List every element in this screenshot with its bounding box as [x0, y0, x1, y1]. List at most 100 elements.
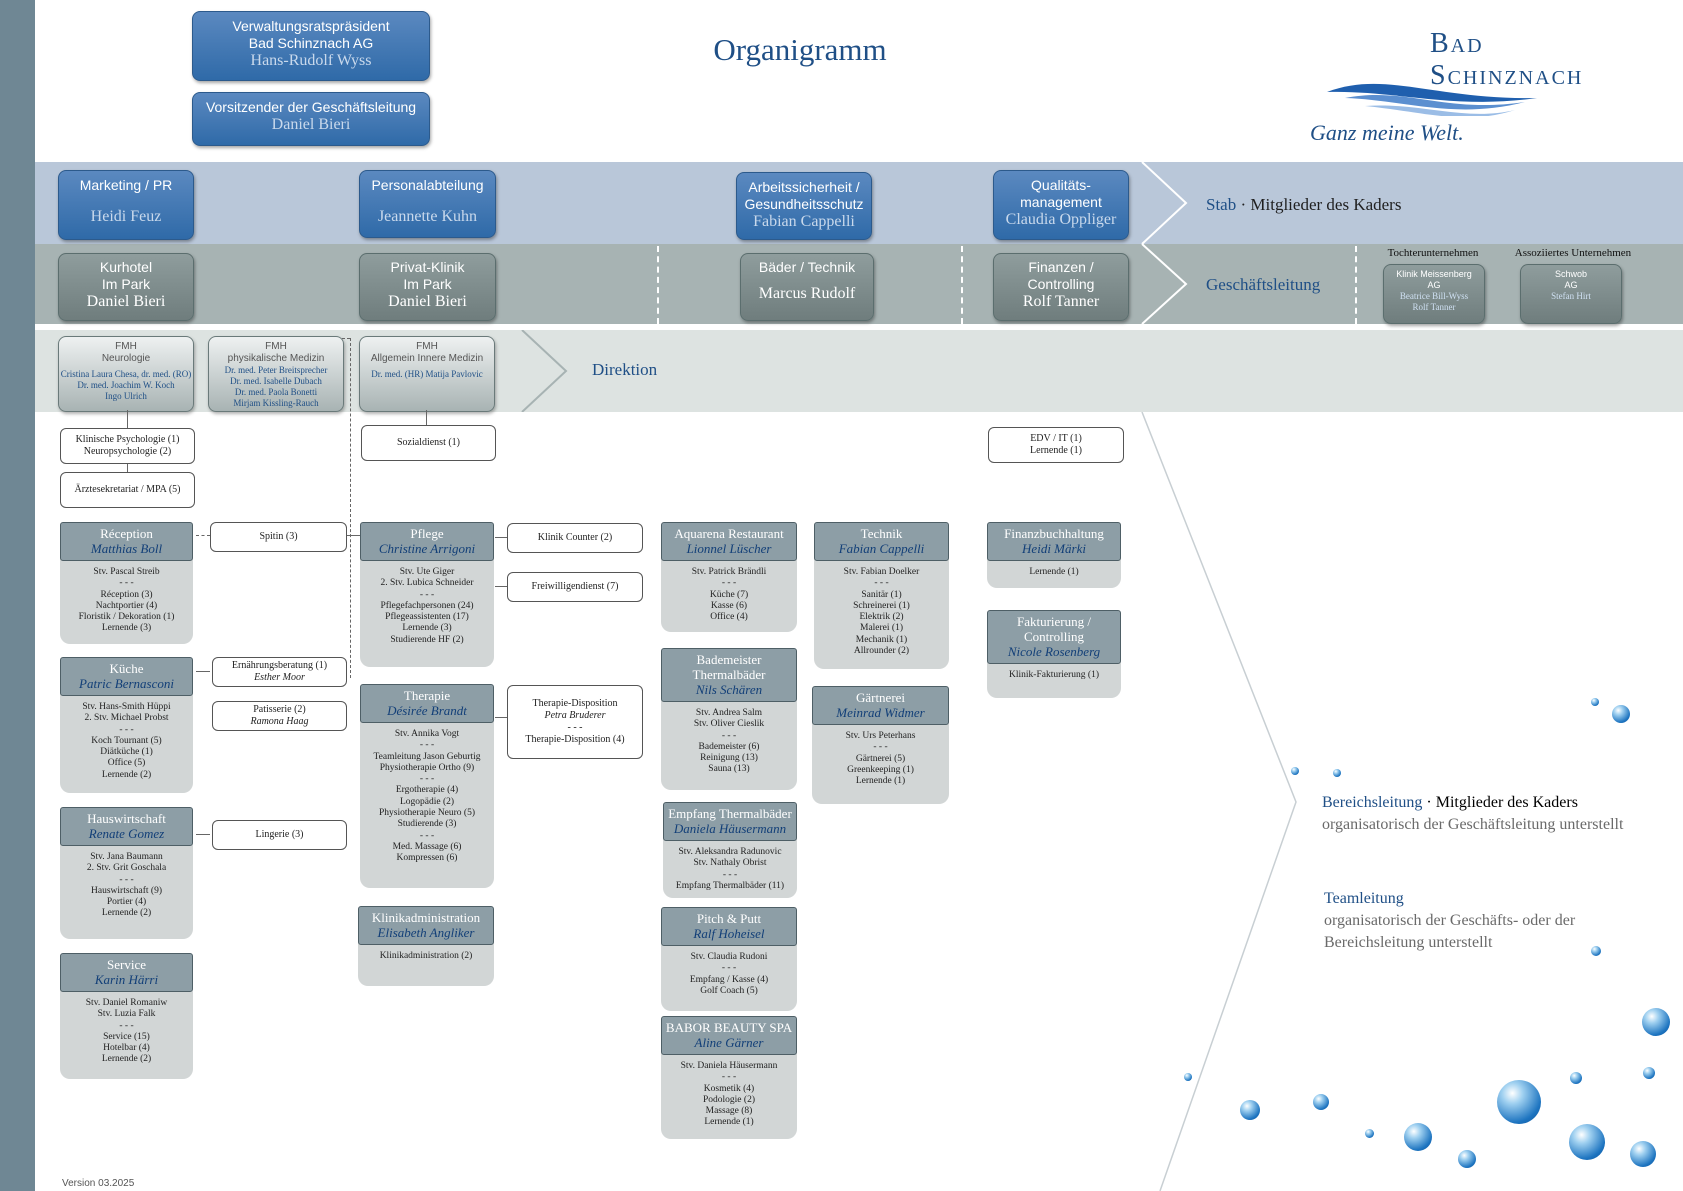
dept-title: Réception: [100, 526, 153, 541]
stab-label-rest: · Mitglieder des Kaders: [1236, 195, 1402, 214]
gl-chevron-icon: [1141, 244, 1188, 324]
tochter-label: Tochterunternehmen: [1387, 247, 1479, 259]
direktion-chevron-icon: [521, 330, 568, 412]
edv-box: EDV / IT (1) Lernende (1): [988, 427, 1124, 463]
dept-body: Stv. Andrea Salm Stv. Oliver Cieslik - -…: [693, 708, 765, 775]
dept-lead: Meinrad Widmer: [836, 705, 925, 720]
dept-lead: Fabian Cappelli: [838, 541, 925, 556]
aerztesekretariat-box: Ärztesekretariat / MPA (5): [60, 472, 195, 508]
version-label: Version 03.2025: [62, 1178, 135, 1189]
dept-lead: Heidi Märki: [1022, 541, 1086, 556]
water-bubble-icon: [1458, 1150, 1476, 1168]
legend-tl-sub: organisatorisch der Geschäfts- oder der …: [1324, 912, 1576, 951]
connector: [196, 834, 210, 835]
dept-title: Klinikadministration: [371, 910, 481, 925]
logo-brand-text: Bad Schinznach: [1430, 28, 1584, 91]
connector: [495, 586, 507, 587]
stab-chevron-icon: [1141, 162, 1188, 244]
stab-box-title: Arbeitssicherheit / Gesundheitsschutz: [744, 179, 864, 212]
water-bubble-icon: [1630, 1141, 1656, 1167]
water-bubble-icon: [1240, 1100, 1260, 1120]
dept-body: Stv. Hans-Smith Hüppi 2. Stv. Michael Pr…: [82, 702, 171, 780]
dept-title: Pflege: [410, 526, 444, 541]
gl-box-title: Privat-Klinik Im Park: [390, 259, 465, 292]
patisserie-box: Patisserie (2)Ramona Haag: [212, 701, 347, 731]
patisserie-name: Ramona Haag: [250, 716, 309, 727]
dept-lead: Elisabeth Angliker: [377, 925, 475, 940]
therapiedispo-separator: - - -: [567, 722, 583, 733]
dept-body: Stv. Pascal Streib - - - Réception (3) N…: [78, 567, 175, 634]
fmh-title: FMH Allgemein Innere Medizin: [370, 341, 484, 364]
ernaehrungsberatung-box: Ernährungsberatung (1)Esther Moor: [212, 657, 347, 687]
dept-title: BABOR BEAUTY SPA: [665, 1020, 793, 1035]
gl-box-name: Marcus Rudolf: [758, 285, 856, 302]
stab-box-title: Qualitäts- management: [1020, 177, 1102, 210]
ernaehrung-name: Esther Moor: [254, 672, 305, 683]
water-bubble-icon: [1612, 705, 1630, 723]
therapiedispo-name: Petra Bruderer: [544, 710, 606, 721]
dept-lead: Nils Schären: [695, 682, 763, 697]
fmh-title: FMH Neurologie: [101, 341, 151, 364]
spitin-box: Spitin (3): [210, 522, 347, 552]
dept-lead: Nicole Rosenberg: [1007, 644, 1101, 659]
dept-body: Stv. Claudia Rudoni - - - Empfang / Kass…: [689, 952, 769, 996]
therapiedispo-count: Therapie-Disposition (4): [525, 734, 625, 745]
water-bubble-icon: [1333, 769, 1341, 777]
dept-lead: Karin Härri: [94, 972, 159, 987]
dept-title: Pitch & Putt: [696, 911, 762, 926]
dept-body: Klinik-Fakturierung (1): [1009, 670, 1099, 680]
water-bubble-icon: [1642, 1008, 1670, 1036]
dept-title: Hauswirtschaft: [87, 811, 166, 826]
dept-body: Stv. Daniel Romaniw Stv. Luzia Falk - - …: [85, 998, 168, 1065]
water-bubble-icon: [1643, 1067, 1655, 1079]
legend-bl-title: Bereichsleitung: [1322, 794, 1423, 811]
dept-title: Therapie: [403, 688, 451, 703]
stab-box-name: Fabian Cappelli: [753, 213, 855, 230]
logo-slogan: Ganz meine Welt.: [1310, 120, 1464, 145]
water-bubble-icon: [1313, 1094, 1329, 1110]
dept-lead: Daniela Häusermann: [673, 821, 787, 836]
dept-body: Stv. Ute Giger 2. Stv. Lubica Schneider …: [380, 567, 474, 645]
gl-box-title: Kurhotel Im Park: [99, 259, 153, 292]
ceo-name: Daniel Bieri: [271, 116, 351, 133]
logo-wave-icon: [1327, 83, 1537, 116]
gl-divider: [961, 246, 963, 324]
brand-logo: Bad Schinznach Ganz meine Welt.: [1310, 28, 1640, 148]
gl-box-name: Daniel Bieri: [86, 293, 166, 310]
gl-divider: [657, 246, 659, 324]
patisserie-label: Patisserie (2): [253, 704, 306, 715]
dept-body: Lernende (1): [1029, 567, 1079, 577]
assoz-title: Schwob AG: [1554, 269, 1588, 290]
dept-lead: Matthias Boll: [90, 541, 163, 556]
dept-title: Gärtnerei: [855, 690, 906, 705]
gl-box-name: Rolf Tanner: [1022, 293, 1100, 310]
dept-title: Technik: [860, 526, 903, 541]
stab-box-title: Personalabteilung: [371, 177, 484, 193]
ernaehrung-label: Ernährungsberatung (1): [231, 660, 328, 671]
dept-title: Fakturierung / Controlling: [1016, 614, 1091, 644]
president-role: Verwaltungsratspräsident Bad Schinznach …: [232, 18, 390, 51]
ceo-role: Vorsitzender der Geschäftsleitung: [205, 99, 417, 115]
connector: [495, 717, 507, 718]
connector: [495, 537, 507, 538]
legend-bl-sub: organisatorisch der Geschäftsleitung unt…: [1322, 816, 1624, 833]
tochter-names: Beatrice Bill-Wyss Rolf Tanner: [1399, 291, 1469, 312]
dept-lead: Lionnel Lüscher: [686, 541, 772, 556]
assoz-names: Stefan Hirt: [1551, 291, 1591, 301]
fmh-names: Cristina Laura Chesa, dr. med. (RO) Dr. …: [60, 369, 192, 401]
fmh-names: Dr. med. (HR) Matija Pavlovic: [371, 369, 483, 379]
